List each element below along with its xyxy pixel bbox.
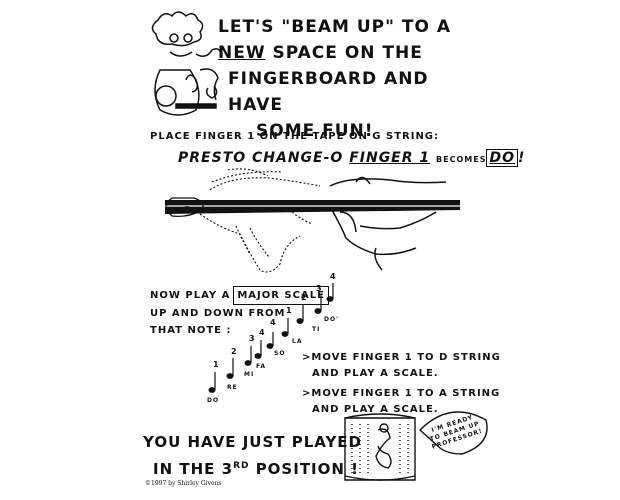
presto-do: DO [486, 149, 518, 167]
note-finger: 3 [316, 284, 322, 293]
note-finger: 4 [330, 272, 336, 281]
presto-becomes: BECOMES [436, 155, 487, 164]
move-line-1: >MOVE FINGER 1 TO D STRING [302, 352, 501, 363]
professor-illustration [151, 11, 223, 116]
move-line-2: AND PLAY A SCALE. [312, 368, 439, 379]
note-finger: 1 [213, 360, 219, 369]
title-line-3: FINGERBOARD AND HAVE [228, 69, 429, 115]
presto-start: PRESTO CHANGE-O [178, 150, 350, 166]
bottom-line-2-start: IN THE 3 [153, 460, 234, 478]
bottom-line-2: IN THE 3rd POSITION ! [153, 454, 362, 481]
note-syllable: FA [256, 363, 267, 370]
bottom-line-1: YOU HAVE JUST PLAYED [143, 433, 363, 451]
note-syllable: TI [312, 326, 321, 333]
bottom-message: YOU HAVE JUST PLAYED IN THE 3rd POSITION… [143, 430, 362, 481]
note-finger: 4 [270, 318, 276, 327]
note-syllable: LA [292, 338, 303, 345]
place-finger-instruction: PLACE FINGER 1 ON THE TAPE ON G STRING: [150, 131, 440, 142]
presto-end: ! [517, 150, 526, 166]
note-finger: 4 [259, 328, 265, 337]
note-syllable: DO' [324, 316, 339, 323]
title-line-2: NEW SPACE ON THE [218, 40, 488, 66]
note-syllable: MI [244, 371, 255, 378]
note-finger: 2 [231, 347, 237, 356]
move-instruction-d: >MOVE FINGER 1 TO D STRING AND PLAY A SC… [302, 350, 501, 382]
scale-intro-line-3: THAT NOTE : [150, 325, 232, 336]
copyright: ©1997 by Shirley Givens [145, 480, 222, 487]
note-finger: 1 [286, 306, 292, 315]
scale-intro-text: NOW PLAY A [150, 290, 231, 301]
title-line-2-rest: SPACE ON THE [265, 43, 423, 63]
presto-finger: FINGER 1 [349, 150, 431, 166]
note-syllable: RE [227, 384, 238, 391]
note-syllable: DO [207, 397, 220, 404]
note-finger: 2 [301, 293, 307, 302]
beam-chamber-illustration [344, 411, 488, 481]
note-finger: 3 [249, 334, 255, 343]
move-line-2: AND PLAY A SCALE. [312, 404, 439, 415]
scale-intro-line-2: UP AND DOWN FROM [150, 308, 286, 319]
major-scale-box: MAJOR SCALE [233, 286, 329, 305]
bottom-sup: rd [233, 461, 250, 471]
title-line-4: SOME FUN! [256, 121, 374, 141]
scale-notes [208, 283, 334, 393]
move-instruction-a: >MOVE FINGER 1 TO A STRING AND PLAY A SC… [302, 386, 500, 418]
violin-hand-illustration [165, 168, 460, 273]
note-syllable: SO [274, 350, 286, 357]
title-line-1: LET'S "BEAM UP" TO A [218, 17, 451, 37]
bottom-line-2-end: POSITION ! [249, 460, 360, 478]
page-title: LET'S "BEAM UP" TO A NEW SPACE ON THE FI… [218, 14, 488, 144]
move-line-1: >MOVE FINGER 1 TO A STRING [302, 388, 501, 399]
title-new-word: NEW [218, 43, 266, 63]
